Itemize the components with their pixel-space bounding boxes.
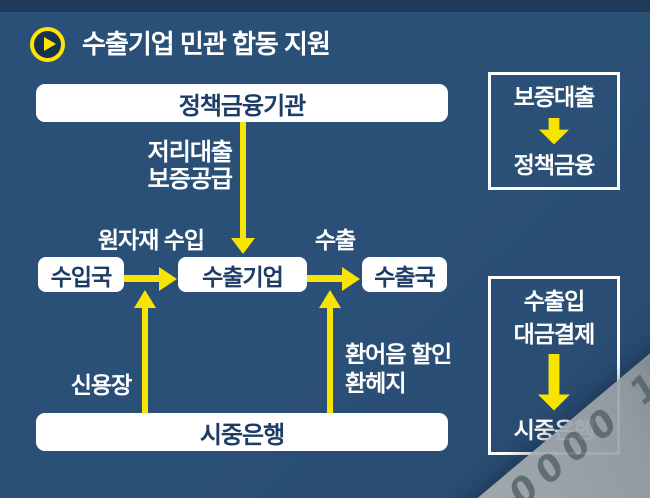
importer-box: 수입국 — [38, 257, 124, 292]
letter-of-credit-label: 신용장 — [70, 372, 132, 398]
panel2-to-label: 시중은행 — [513, 416, 596, 443]
export-country-box: 수출국 — [362, 257, 447, 292]
arrow-exporter-to-country-shaft — [307, 275, 344, 282]
panel-trade-settlement: 수출입 대금결제 시중은행 — [488, 276, 620, 455]
panel-guarantee-loan: 보증대출 정책금융 — [488, 72, 620, 190]
arrow-importer-to-exporter-head — [159, 267, 177, 291]
arrow-policy-to-exporter-shaft — [240, 122, 246, 239]
policy-support-line-2: 보증공급 — [147, 166, 233, 193]
exporter-box: 수출기업 — [178, 257, 307, 292]
page-title: 수출기업 민관 합동 지원 — [82, 29, 331, 59]
policy-institution-box: 정책금융기관 — [36, 84, 448, 122]
raw-material-import-label: 원자재 수입 — [97, 227, 205, 253]
bank-support-label: 환어음 할인 환헤지 — [345, 340, 452, 398]
arrow-bank-to-importer-shaft — [142, 306, 148, 413]
arrow-bank-to-exporter-head — [319, 290, 341, 308]
arrow-exporter-to-country-head — [342, 267, 360, 291]
policy-support-label: 저리대출 보증공급 — [120, 139, 233, 193]
down-block-arrow-icon — [538, 353, 570, 411]
down-block-arrow-icon — [539, 117, 569, 145]
policy-support-line-1: 저리대출 — [147, 139, 233, 166]
arrow-importer-to-exporter-shaft — [124, 275, 161, 282]
play-triangle-icon — [44, 37, 56, 51]
play-icon — [30, 27, 65, 62]
arrow-bank-to-exporter-shaft — [327, 306, 333, 413]
export-label: 수출 — [314, 227, 356, 253]
arrow-policy-to-exporter-head — [231, 238, 255, 254]
panel1-to-label: 정책금융 — [513, 151, 596, 178]
bank-support-line-2: 환헤지 — [345, 370, 406, 396]
commercial-bank-box: 시중은행 — [36, 413, 448, 451]
arrow-bank-to-importer-head — [134, 290, 156, 308]
bank-support-line-1: 환어음 할인 — [345, 341, 452, 367]
panel2-from-line-2: 대금결제 — [513, 320, 596, 347]
top-band-divider — [0, 0, 650, 12]
panel2-from-line-1: 수출입 — [523, 287, 585, 314]
panel1-from-label: 보증대출 — [513, 83, 596, 110]
